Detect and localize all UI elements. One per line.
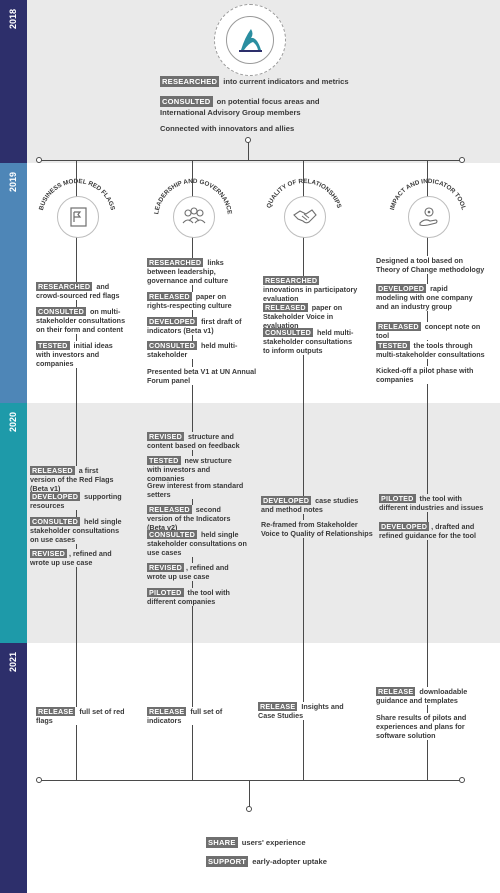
year-label-2018: 2018	[8, 8, 19, 30]
col3-2021-entry-1: RELEASE Insights and Case Studies	[258, 702, 354, 720]
svg-text:BUSINESS MODEL RED FLAGS: BUSINESS MODEL RED FLAGS	[38, 178, 116, 211]
year-bar-2021	[0, 643, 27, 893]
people-group-icon	[182, 207, 206, 224]
col4-2019-entry-1: Designed a tool based on Theory of Chang…	[376, 256, 486, 274]
track-title-leadership: LEADERSHIP AND GOVERNANCE	[153, 178, 233, 215]
col2-2019-entry-2: RELEASED paper on rights-respecting cult…	[147, 292, 247, 310]
svg-text:LEADERSHIP AND GOVERNANCE: LEADERSHIP AND GOVERNANCE	[153, 178, 233, 215]
track-title-relationships: QUALITY OF RELATIONSHIPS	[266, 178, 343, 209]
col4-2021-entry-1: RELEASE downloadable guidance and templa…	[376, 687, 476, 705]
col2-2019-entry-3: DEVELOPED first draft of indicators (Bet…	[147, 317, 247, 335]
col3-2020-entry-2: Re-framed from Stakeholder Voice to Qual…	[261, 520, 373, 538]
hand-gear-icon	[419, 207, 438, 227]
bottom-timeline-left-dot	[36, 777, 42, 783]
col4-2021-entry-2: Share results of pilots and experiences …	[376, 713, 488, 740]
col2-2019-entry-5: Presented beta V1 at UN Annual Forum pan…	[147, 367, 259, 385]
col4-line	[427, 160, 428, 780]
col2-2020-entry-4: RELEASED second version of the Indicator…	[147, 505, 247, 532]
col2-2019-entry-4: CONSULTED held multi-stakeholder	[147, 341, 247, 359]
col2-2020-entry-6: REVISED, refined and wrote up use case	[147, 563, 247, 581]
year-label-2021: 2021	[8, 651, 19, 673]
year-label-2020: 2020	[8, 411, 19, 433]
col2-2020-entry-3: Grew interest from standard setters	[147, 481, 247, 499]
track-title-red-flags: BUSINESS MODEL RED FLAGS	[38, 178, 116, 211]
col2-2021-entry-1: RELEASE full set of indicators	[147, 707, 247, 725]
bottom-timeline-line	[40, 780, 462, 781]
top-connector-dot	[245, 137, 251, 143]
bottom-timeline-right-dot	[459, 777, 465, 783]
shift-logo-icon	[239, 29, 262, 52]
track-circle-relationships	[284, 196, 326, 238]
handshake-icon	[293, 209, 317, 224]
track-title-impact: IMPACT AND INDICATOR TOOL	[389, 178, 467, 211]
col1-2019-entry-1: RESEARCHED and crowd-sourced red flags	[36, 282, 126, 300]
col4-2019-entry-4: TESTED the tools through multi-stakehold…	[376, 341, 488, 359]
col4-2019-entry-5: Kicked-off a pilot phase with companies	[376, 366, 476, 384]
col2-2020-entry-1: REVISED structure and content based on f…	[147, 432, 247, 450]
outro-entry-share: SHARE users' experience	[206, 837, 306, 848]
logo-inner-ring	[226, 16, 274, 64]
top-connector-line	[248, 140, 249, 160]
year-bar-2018	[0, 0, 27, 163]
col4-2019-entry-2: DEVELOPED rapid modeling with one compan…	[376, 284, 476, 311]
col1-2020-entry-2: DEVELOPED supporting resources	[30, 492, 124, 510]
track-circle-impact	[408, 196, 450, 238]
svg-text:IMPACT AND INDICATOR TOOL: IMPACT AND INDICATOR TOOL	[389, 178, 467, 211]
col2-2020-entry-7: PILOTED the tool with different companie…	[147, 588, 247, 606]
col1-2019-entry-2: CONSULTED on multi-stakeholder consultat…	[36, 307, 126, 334]
top-timeline-left-dot	[36, 157, 42, 163]
top-timeline-right-dot	[459, 157, 465, 163]
track-circle-red-flags	[57, 196, 99, 238]
col1-2021-entry-1: RELEASE full set of red flags	[36, 707, 136, 725]
col2-2020-entry-2: TESTED new structure with investors and …	[147, 456, 247, 483]
col3-2019-entry-3: CONSULTED held multi-stakeholder consult…	[263, 328, 359, 355]
outro-entry-support: SUPPORT early-adopter uptake	[206, 856, 327, 867]
intro-entry-consulted: CONSULTED on potential focus areas and I…	[160, 96, 320, 117]
band-2021	[0, 643, 500, 893]
col2-2019-entry-1: RESEARCHED links between leadership, gov…	[147, 258, 247, 285]
col4-2019-entry-3: RELEASED concept note on tool	[376, 322, 486, 340]
svg-text:QUALITY OF RELATIONSHIPS: QUALITY OF RELATIONSHIPS	[266, 178, 343, 209]
year-label-2019: 2019	[8, 171, 19, 193]
bottom-connector-dot	[246, 806, 252, 812]
col3-2019-entry-2: RELEASED paper on Stakeholder Voice in e…	[263, 303, 369, 330]
col4-2020-entry-2: DEVELOPED, drafted and refined guidance …	[379, 522, 485, 540]
col1-2019-entry-3: TESTED initial ideas with investors and …	[36, 341, 126, 368]
col1-2020-entry-4: REVISED, refined and wrote up use case	[30, 549, 124, 567]
intro-entry-researched: RESEARCHED into current indicators and m…	[160, 76, 349, 87]
col2-2020-entry-5: CONSULTED held single stakeholder consul…	[147, 530, 247, 557]
year-bar-2019	[0, 163, 27, 403]
year-bar-2020	[0, 403, 27, 643]
col3-line	[303, 160, 304, 780]
track-circle-leadership	[173, 196, 215, 238]
col1-2020-entry-3: CONSULTED held single stakeholder consul…	[30, 517, 124, 544]
col3-2019-entry-1: RESEARCHED innovations in participatory …	[263, 276, 359, 303]
bottom-connector-line	[249, 780, 250, 808]
flag-document-icon	[70, 207, 87, 227]
col1-2020-entry-1: RELEASED a first version of the Red Flag…	[30, 466, 124, 493]
col3-2020-entry-1: DEVELOPED case studies and method notes	[261, 496, 361, 514]
top-timeline-line	[40, 160, 462, 161]
intro-entry-connected: Connected with innovators and allies	[160, 124, 295, 133]
col4-2020-entry-1: PILOTED the tool with different industri…	[379, 494, 485, 512]
